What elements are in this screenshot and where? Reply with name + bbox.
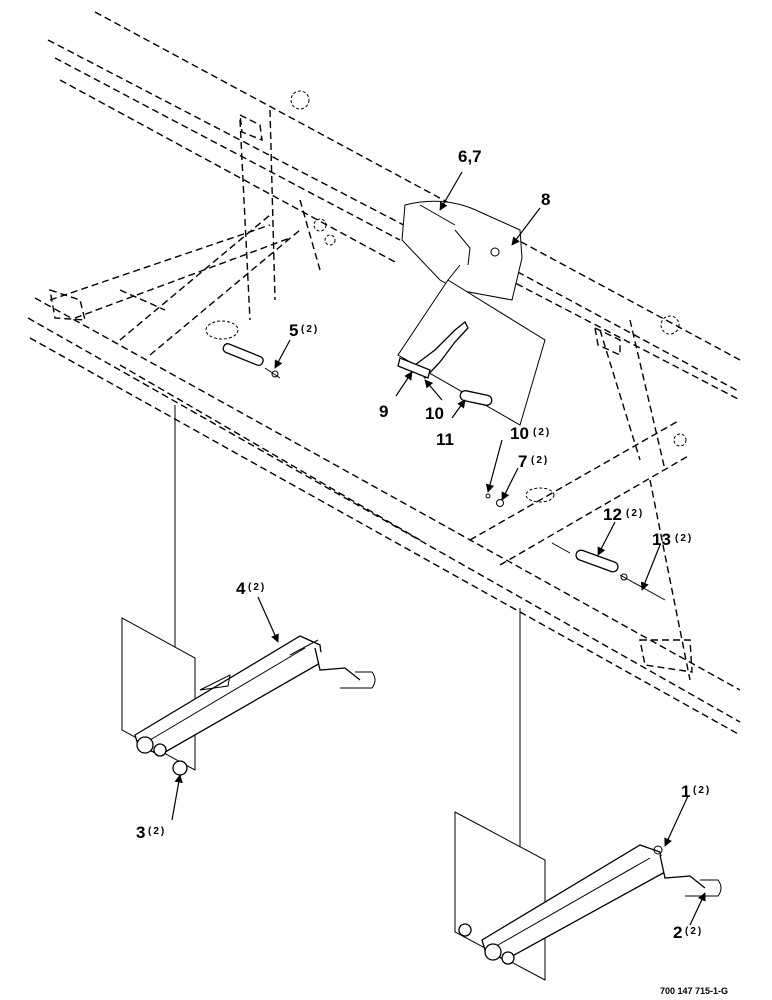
callout-12-qty: (2) [626, 508, 644, 519]
bolt-part-6 [419, 204, 456, 226]
roller-part-11 [459, 390, 493, 406]
upper-frame-beam [47, 11, 741, 401]
shaft-part-5 [222, 343, 281, 379]
callout-4-qty: (2) [248, 582, 266, 593]
callout-4: 4 [236, 579, 246, 598]
arm-detail-right [454, 811, 722, 981]
callout-5-qty: (2) [301, 324, 319, 335]
callout-10-b-qty: (2) [533, 427, 551, 438]
arm-detail-left [121, 617, 376, 776]
callout-7-b: 7 [518, 452, 527, 471]
callout-3-qty: (2) [148, 826, 166, 837]
figure-code: 700 147 715-1-G [660, 986, 728, 996]
shaft-part-12 [551, 542, 666, 601]
center-mount-plate [401, 200, 523, 301]
callout-2-qty: (2) [685, 926, 703, 937]
callout-6-7: 6,7 [458, 147, 482, 166]
callout-arrows [171, 171, 706, 926]
callout-5: 5 [289, 321, 298, 340]
callout-labels: 6,7 8 5 (2) 9 10 11 10 (2) 7 (2) 12 (2) … [136, 147, 728, 996]
callout-8: 8 [541, 190, 550, 209]
callout-9: 9 [379, 402, 388, 421]
callout-13-qty: (2) [675, 533, 693, 544]
callout-3: 3 [136, 823, 145, 842]
left-cross-brace [49, 90, 336, 356]
callout-1: 1 [681, 782, 690, 801]
callout-1-qty: (2) [693, 785, 711, 796]
callout-10: 10 [425, 404, 444, 423]
callout-7-b-qty: (2) [531, 455, 549, 466]
right-cross-brace [469, 315, 693, 681]
washer-part-7 [485, 493, 504, 507]
bracket-part-9 [397, 320, 469, 380]
callout-11: 11 [436, 430, 454, 449]
callout-12: 12 [603, 505, 622, 524]
leader-lines [174, 405, 521, 848]
callout-10-b: 10 [510, 424, 529, 443]
lower-frame-beam [27, 297, 741, 736]
callout-13: 13 [652, 530, 671, 549]
bracket-detail-panel [397, 264, 546, 426]
callout-2: 2 [673, 923, 682, 942]
